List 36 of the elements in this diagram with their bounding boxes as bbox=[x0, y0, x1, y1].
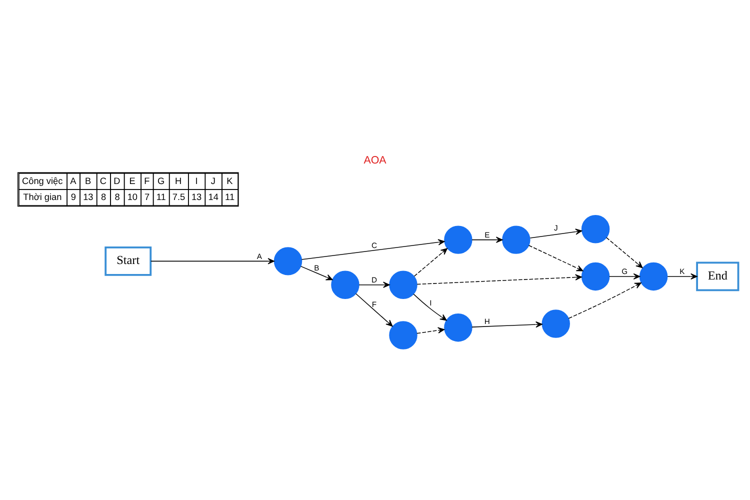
label: H bbox=[175, 175, 182, 186]
label: Công việc bbox=[22, 175, 63, 186]
label: D bbox=[114, 175, 120, 186]
edge-label: I bbox=[430, 298, 432, 307]
edge-label: D bbox=[371, 275, 377, 284]
diagram-title: AOA bbox=[364, 154, 386, 166]
label: 7.5 bbox=[172, 191, 186, 202]
edge-label: J bbox=[554, 223, 558, 232]
label: K bbox=[226, 175, 233, 186]
label: J bbox=[210, 175, 216, 186]
edge-label: H bbox=[484, 316, 490, 326]
edge-label: K bbox=[680, 266, 685, 276]
label: C bbox=[100, 175, 106, 186]
label: E bbox=[129, 175, 136, 186]
edge-label: F bbox=[372, 299, 377, 308]
label: 14 bbox=[208, 191, 218, 202]
label: F bbox=[144, 175, 150, 186]
label: I bbox=[195, 175, 198, 186]
label: 10 bbox=[127, 191, 138, 202]
label: 11 bbox=[225, 191, 235, 202]
label: G bbox=[158, 175, 165, 186]
label: B bbox=[85, 175, 92, 186]
label: 9 bbox=[70, 191, 76, 202]
label: A bbox=[70, 175, 76, 186]
label: 11 bbox=[156, 191, 166, 202]
label: 8 bbox=[101, 191, 106, 202]
edge-label: B bbox=[314, 262, 320, 272]
label: 7 bbox=[144, 191, 150, 202]
edge-label: G bbox=[622, 266, 628, 276]
label: 13 bbox=[83, 191, 94, 202]
edge-label: A bbox=[256, 251, 262, 260]
edge-label: E bbox=[484, 230, 490, 240]
label: Thời gian bbox=[23, 191, 62, 202]
label: 8 bbox=[114, 191, 120, 202]
edge-label: C bbox=[371, 240, 377, 250]
label: 13 bbox=[191, 191, 202, 202]
